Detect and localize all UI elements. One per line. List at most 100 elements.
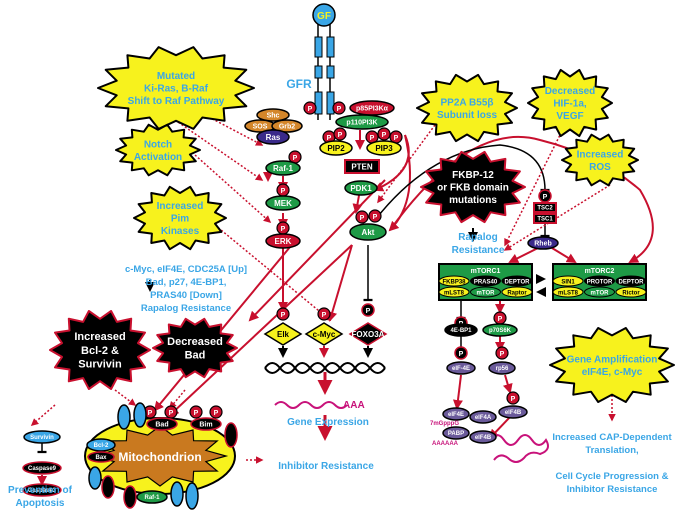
svg-text:TSC1: TSC1 (537, 217, 553, 223)
rheb-node: Rheb (527, 236, 559, 250)
phospho-site: P (361, 303, 375, 317)
akt-node: Akt (349, 223, 387, 241)
svg-text:PTEN: PTEN (351, 162, 373, 171)
eif4e-cap-node: eIF4E (442, 407, 470, 421)
svg-text:mTOR: mTOR (591, 291, 610, 297)
bcl2-left-node: Bcl-2 (86, 438, 116, 452)
svg-text:eIF4B: eIF4B (505, 410, 522, 416)
bcl2-top2-node (133, 402, 147, 428)
erk-node: ERK (265, 233, 301, 249)
phospho-site: P (538, 189, 552, 203)
svg-text:P: P (500, 351, 505, 358)
svg-text:PRAS40 [Down]: PRAS40 [Down] (150, 290, 222, 301)
burst-pim-line: Increased (157, 201, 204, 212)
caspase9-node: Caspase9 (22, 461, 62, 475)
svg-text:PDK1: PDK1 (350, 184, 372, 193)
bcl2-bottom-node (170, 481, 184, 507)
burst-bad-line: Decreased (167, 336, 223, 348)
svg-text:mTOR: mTOR (477, 291, 496, 297)
svg-text:Grb2: Grb2 (279, 123, 295, 130)
svg-text:PROTOR: PROTOR (587, 280, 613, 286)
svg-text:Elk: Elk (277, 330, 290, 339)
svg-text:PABP: PABP (448, 431, 464, 437)
svg-text:Inhibitor Resistance: Inhibitor Resistance (567, 484, 658, 495)
svg-text:P: P (366, 308, 371, 315)
growth-factor-receptor: GF (312, 3, 336, 120)
phospho-site: P (276, 307, 290, 321)
shc-node: Shc (256, 108, 290, 122)
svg-text:Bax: Bax (95, 455, 107, 461)
svg-text:FOXO3A: FOXO3A (352, 330, 385, 339)
svg-text:c-Myc, eIF4E, CDC25A [Up]: c-Myc, eIF4E, CDC25A [Up] (125, 264, 247, 275)
svg-text:eIF4E: eIF4E (448, 412, 464, 418)
svg-text:MEK: MEK (274, 199, 292, 208)
phospho-site: P (303, 101, 317, 115)
eif4a-node: eIF4A (469, 410, 497, 424)
svg-text:Bcl-2: Bcl-2 (94, 443, 109, 449)
cap-label: 7mGpppG (430, 421, 459, 427)
elk-node: Elk (263, 322, 303, 346)
svg-text:Raf-1: Raf-1 (273, 164, 294, 173)
burst-ros-line: Increased (577, 149, 624, 160)
svg-text:PRAS40: PRAS40 (474, 280, 498, 286)
svg-text:Bad, p27, 4E-BP1,: Bad, p27, 4E-BP1, (146, 277, 227, 288)
svg-text:P: P (327, 135, 332, 142)
svg-text:P: P (382, 132, 387, 139)
svg-text:Survivin: Survivin (30, 435, 54, 441)
4ebp1-node: 4E-BP1 (444, 323, 478, 337)
svg-text:Akt: Akt (362, 228, 375, 237)
rps6-node: rp56 (488, 361, 516, 375)
svg-text:rp56: rp56 (496, 366, 509, 372)
svg-text:Raf-1: Raf-1 (144, 495, 160, 501)
arrow-left-icon (536, 287, 546, 297)
svg-text:P: P (169, 410, 174, 417)
svg-text:P: P (511, 396, 516, 403)
svg-text:Rapalog: Rapalog (458, 232, 497, 243)
mcl1-node (88, 466, 102, 490)
svg-text:P: P (459, 351, 464, 358)
svg-text:P: P (308, 106, 313, 113)
phospho-site: P (355, 210, 369, 224)
phospho-site: P (493, 311, 507, 325)
burst-bcl2-line: Bcl-2 & (81, 345, 119, 357)
pdk1-node: PDK1 (344, 180, 378, 196)
inhibitor-resistance-label: Inhibitor Resistance (278, 461, 374, 472)
svg-text:P: P (281, 226, 286, 233)
svg-text:Caspase9: Caspase9 (28, 466, 57, 472)
svg-text:Shc: Shc (267, 112, 280, 119)
raf1-bottom-node: Raf-1 (136, 490, 168, 504)
svg-text:mLST8: mLST8 (558, 291, 579, 297)
burst-mutated-ras-line: Ki-Ras, B-Raf (144, 84, 209, 95)
svg-text:p85PI3Kα: p85PI3Kα (356, 105, 389, 112)
svg-text:c-Myc: c-Myc (313, 330, 336, 339)
phospho-site: P (368, 209, 382, 223)
burst-bcl2-line: Survivin (78, 359, 122, 371)
svg-text:Ras: Ras (266, 133, 281, 142)
burst-pim-line: Kinases (161, 226, 200, 237)
phospho-site: P (164, 405, 178, 419)
svg-text:P: P (498, 316, 503, 323)
svg-text:mTORC1: mTORC1 (471, 268, 501, 275)
svg-text:Apoptosis: Apoptosis (16, 498, 65, 509)
svg-text:SOS: SOS (253, 123, 268, 130)
caspase3-node: Caspase3 (22, 483, 62, 497)
burst-mutated-ras-line: Mutated (157, 71, 195, 82)
burst-pp2a-line: PP2A B55β (441, 97, 494, 108)
svg-text:DEPTOR: DEPTOR (505, 280, 531, 286)
svg-text:P: P (394, 135, 399, 142)
svg-text:eIF-4E: eIF-4E (452, 366, 470, 372)
burst-pp2a-line: Subunit loss (437, 110, 497, 121)
svg-text:P: P (337, 106, 342, 113)
svg-text:P: P (281, 188, 286, 195)
svg-text:Mitochondrion: Mitochondrion (118, 450, 201, 464)
tsc2-node: TSC2 (533, 202, 557, 213)
phospho-site: P (276, 221, 290, 235)
